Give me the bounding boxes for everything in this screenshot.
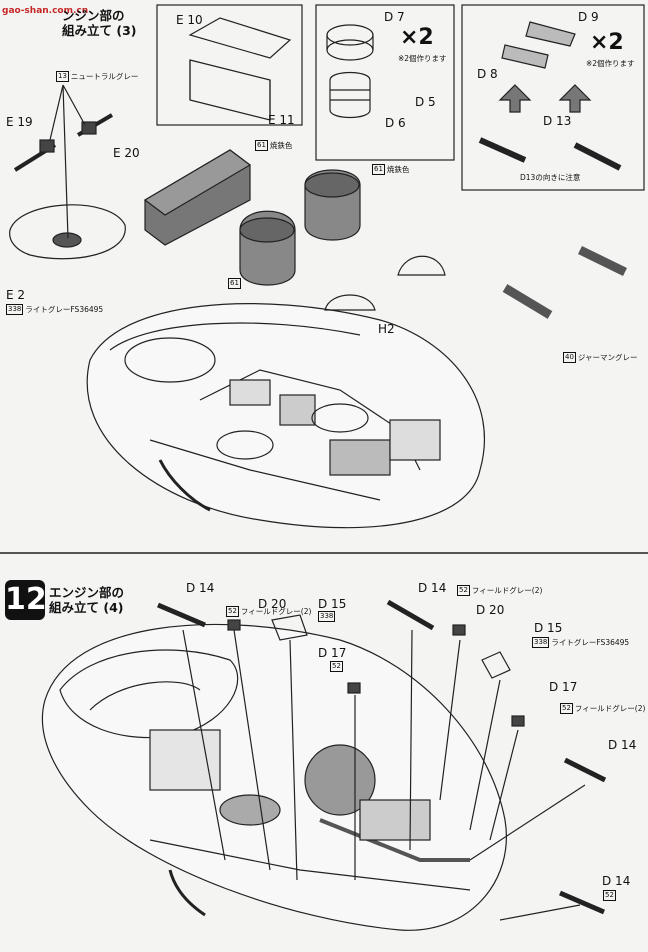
label-d7: D 7 <box>384 10 405 24</box>
paint-field-gray-2: 52 フィールドグレー(2) <box>457 585 542 596</box>
label-d5: D 5 <box>415 95 436 109</box>
paint-field-gray-3: 52 フィールドグレー(2) <box>560 703 645 714</box>
paint-name-field-gray: フィールドグレー(2) <box>471 586 543 595</box>
make-two-note: ※2個作ります <box>398 54 447 63</box>
paint-gunmetal-d: 61 焼鉄色 <box>372 164 409 175</box>
paint-german-gray: 40 ジャーマングレー <box>563 352 638 363</box>
label-e19: E 19 <box>6 115 33 129</box>
label-d6: D 6 <box>385 116 406 130</box>
d13-orientation-note: D13の向きに注意 <box>520 173 581 182</box>
label-d14: D 14 <box>608 738 637 752</box>
paint-code-52: 52 <box>226 606 239 617</box>
paint-code-52: 52 <box>457 585 470 596</box>
paint-code-61-marker: 61 <box>228 278 243 289</box>
label-d14: D 14 <box>418 581 447 595</box>
label-d17: D 17 <box>318 646 347 660</box>
label-d20: D 20 <box>258 597 287 611</box>
paint-name-german-gray: ジャーマングレー <box>577 353 638 362</box>
paint-gunmetal-e11: 61 焼鉄色 <box>255 140 292 151</box>
paint-light-gray-e2: 338 ライトグレーFS36495 <box>6 304 103 315</box>
label-e2: E 2 <box>6 288 26 302</box>
paint-light-gray-d15: 338 ライトグレーFS36495 <box>532 637 629 648</box>
label-e20: E 20 <box>113 146 140 160</box>
label-d20: D 20 <box>476 603 505 617</box>
paint-code-52: 52 <box>330 661 343 672</box>
label-d9: D 9 <box>578 10 599 24</box>
paint-code-338-marker: 338 <box>318 611 337 622</box>
label-d14: D 14 <box>186 581 215 595</box>
paint-name-neutral-gray: ニュートラルグレー <box>70 72 139 81</box>
label-d15: D 15 <box>318 597 347 611</box>
paint-name-field-gray: フィールドグレー(2) <box>574 704 646 713</box>
paint-name-gunmetal: 焼鉄色 <box>386 165 410 174</box>
paint-code-52-marker: 52 <box>603 890 618 901</box>
label-h2: H2 <box>378 322 395 336</box>
x2-mark: ×2 <box>400 25 434 50</box>
paint-code-61: 61 <box>228 278 241 289</box>
label-d15: D 15 <box>534 621 563 635</box>
paint-code-13: 13 <box>56 71 69 82</box>
paint-code-338: 338 <box>6 304 24 315</box>
paint-code-338: 338 <box>318 611 336 622</box>
paint-code-61: 61 <box>372 164 385 175</box>
label-d14: D 14 <box>602 874 631 888</box>
watermark-text: gao-shan.com.cn <box>2 6 89 16</box>
x2-mark: ×2 <box>590 30 624 55</box>
make-two-note: ※2個作ります <box>586 59 635 68</box>
step-12-title: エンジン部の 組み立て (4) <box>49 585 125 615</box>
label-e11: E 11 <box>268 113 295 127</box>
paint-code-338: 338 <box>532 637 550 648</box>
paint-name-gunmetal: 焼鉄色 <box>269 141 293 150</box>
paint-code-52-marker: 52 <box>330 661 345 672</box>
paint-name-field-gray: フィールドグレー(2) <box>240 607 312 616</box>
step-12-header: 12 エンジン部の 組み立て (4) <box>5 580 124 620</box>
paint-field-gray-1: 52 フィールドグレー(2) <box>226 606 311 617</box>
paint-name-light-gray: ライトグレーFS36495 <box>25 305 104 314</box>
paint-code-61: 61 <box>255 140 268 151</box>
step-12-number: 12 <box>5 580 47 620</box>
paint-name-light-gray: ライトグレーFS36495 <box>551 638 630 647</box>
step-11-header: ンジン部の 組み立て (3) <box>58 8 136 38</box>
paint-code-40: 40 <box>563 352 576 363</box>
label-d17: D 17 <box>549 680 578 694</box>
paint-neutral-gray: 13 ニュートラルグレー <box>56 71 138 82</box>
paint-code-52: 52 <box>603 890 616 901</box>
step-divider <box>0 552 648 554</box>
label-d8: D 8 <box>477 67 498 81</box>
step-11-title: ンジン部の 組み立て (3) <box>62 8 137 38</box>
label-d13: D 13 <box>543 114 572 128</box>
paint-code-52: 52 <box>560 703 573 714</box>
label-e10: E 10 <box>176 13 203 27</box>
